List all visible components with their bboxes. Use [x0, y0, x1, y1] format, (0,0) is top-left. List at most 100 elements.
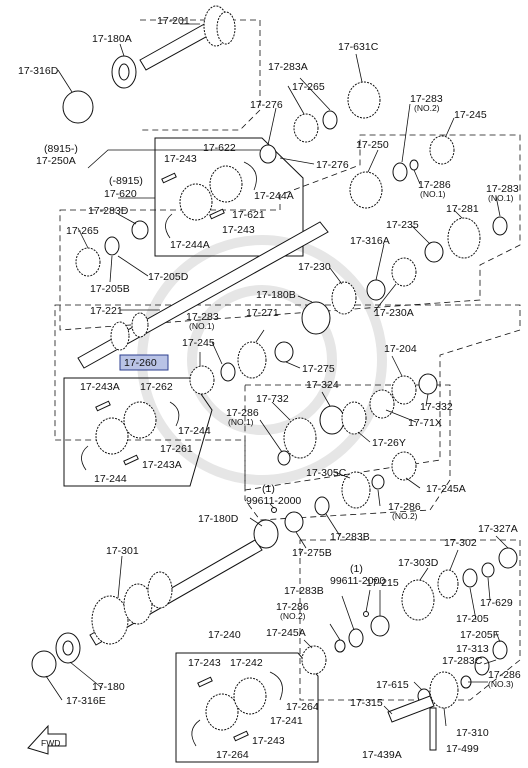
snap-ring-316E: [31, 650, 57, 678]
label-17-243-bottom-a: 17-243: [188, 657, 221, 669]
label-17-332: 17-332: [420, 401, 453, 413]
label-17-71X: 17-71X: [408, 417, 442, 429]
label-17-283C: 17-283C: [442, 655, 483, 667]
sleeve-242: [233, 677, 267, 715]
label-17-243-top-b: 17-243: [222, 224, 255, 236]
collar-275: [274, 341, 294, 363]
gear-310: [429, 671, 459, 709]
label-17-204: 17-204: [384, 343, 417, 355]
label-17-286-no1-mid-sub: (NO.1): [228, 417, 254, 427]
label-17-286-no2-mid-sub: (NO.2): [392, 511, 418, 521]
label-17-180B: 17-180B: [256, 289, 296, 301]
fwd-label: FWD: [41, 738, 60, 748]
label-17-316A: 17-316A: [350, 235, 390, 247]
label-17-215: 17-215: [366, 577, 399, 589]
sleeve-262: [123, 401, 157, 439]
label-17-499: 17-499: [446, 743, 479, 755]
spring-244A-right: [243, 161, 257, 191]
label-17-271: 17-271: [246, 307, 279, 319]
label-17-302: 17-302: [444, 537, 477, 549]
ring-286-no1: [409, 159, 419, 171]
bearing-283B-bottom: [348, 628, 364, 648]
sync-box-top: [154, 137, 304, 257]
collar-283D: [131, 220, 149, 240]
label-17-245A-mid: 17-245A: [426, 483, 466, 495]
label-17-205D: 17-205D: [148, 271, 189, 283]
label-17-313: 17-313: [456, 643, 489, 655]
gear-305C: [341, 471, 371, 509]
bearing-205: [462, 568, 478, 588]
snap-ring-316D: [62, 90, 94, 124]
label-17-264-a: 17-264: [286, 701, 319, 713]
label-17-301: 17-301: [106, 545, 139, 557]
key-243-d: [233, 730, 249, 742]
label-17-265-top: 17-265: [292, 81, 325, 93]
gear-230A: [391, 257, 417, 287]
label-8915-until: (-8915): [109, 175, 143, 187]
sync-box-middle: [63, 377, 213, 487]
label-17-283B-mid: 17-283B: [330, 531, 370, 543]
label-17-180: 17-180: [92, 681, 125, 693]
collar-215: [370, 615, 390, 637]
label-17-631C: 17-631C: [338, 41, 379, 53]
collar-275B: [284, 511, 304, 533]
label-17-180D: 17-180D: [198, 513, 239, 525]
ring-276: [259, 144, 277, 164]
label-17-629: 17-629: [480, 597, 513, 609]
label-17-324: 17-324: [306, 379, 339, 391]
label-17-244-b: 17-244: [94, 473, 127, 485]
sleeve-622: [209, 165, 243, 203]
label-17-265-left: 17-265: [66, 225, 99, 237]
label-17-283-no1-top: 17-283: [486, 183, 519, 195]
label-17-245-top: 17-245: [454, 109, 487, 121]
label-17-275B: 17-275B: [292, 547, 332, 559]
ring-286-no2-bottom: [334, 639, 346, 653]
label-17-244A-b: 17-244A: [170, 239, 210, 251]
label-17-286-no1-top: 17-286: [418, 179, 451, 191]
sync-hub-241: [205, 693, 239, 731]
gear-302: [437, 569, 459, 599]
label-17-286-no3: 17-286: [488, 669, 521, 681]
dashed-outline-output: [244, 384, 451, 521]
gear-245: [429, 135, 455, 165]
dashed-outline-reverse: [299, 539, 521, 701]
label-17-180A: 17-180A: [92, 33, 132, 45]
label-17-283-no1-mid-sub: (NO.1): [189, 321, 215, 331]
bearing-180D: [253, 519, 279, 549]
washer-332: [418, 373, 438, 395]
label-17-286-no2-bottom: 17-286: [276, 601, 309, 613]
key-243A-top: [95, 400, 111, 412]
label-17-205: 17-205: [456, 613, 489, 625]
label-17-262: 17-262: [140, 381, 173, 393]
label-99611-2000-a: 99611-2000: [246, 495, 301, 507]
label-17-622: 17-622: [203, 142, 236, 154]
gear-230: [331, 281, 357, 315]
label-17-244A-a: 17-244A: [254, 190, 294, 202]
label-17-286-no2-bottom-sub: (NO.2): [280, 611, 306, 621]
label-17-615: 17-615: [376, 679, 409, 691]
label-17-243-bottom-b: 17-243: [252, 735, 285, 747]
label-17-281: 17-281: [446, 203, 479, 215]
key-243-b: [209, 208, 225, 220]
bearing-180B: [301, 301, 331, 335]
label-1-b: (1): [350, 563, 363, 575]
label-17-250A: 17-250A: [36, 155, 76, 167]
bearing-313: [492, 640, 508, 660]
label-8915-from: (8915-): [44, 143, 78, 155]
label-17-260: 17-260: [124, 357, 157, 369]
gear-245A-bottom: [301, 645, 327, 675]
bearing-180: [55, 632, 81, 664]
label-17-305C: 17-305C: [306, 467, 347, 479]
label-17-283A: 17-283A: [268, 61, 308, 73]
label-17-243A-b: 17-243A: [142, 459, 182, 471]
bolt-499: [429, 707, 437, 751]
label-17-316E: 17-316E: [66, 695, 106, 707]
collar-316A: [366, 279, 386, 301]
bearing-283-no1-top: [492, 216, 508, 236]
ring-286-no1-mid: [277, 450, 291, 466]
label-17-276-a: 17-276: [250, 99, 283, 111]
label-17-310: 17-310: [456, 727, 489, 739]
collar-235: [424, 241, 444, 263]
key-243-c: [197, 676, 213, 688]
label-17-205F: 17-205F: [460, 629, 499, 641]
